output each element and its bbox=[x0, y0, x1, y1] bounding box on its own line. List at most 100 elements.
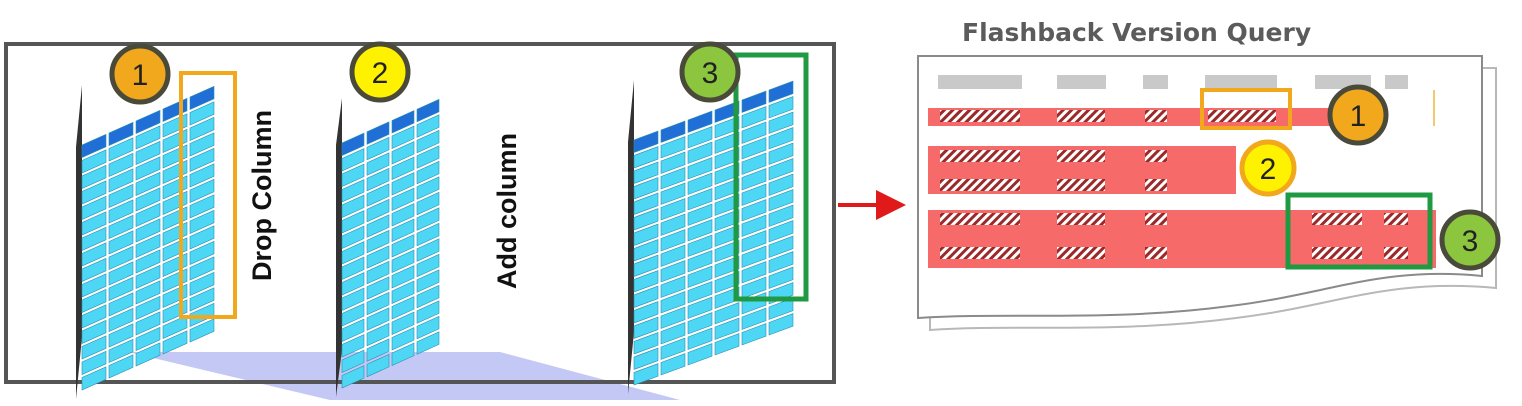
table-cell bbox=[391, 234, 415, 258]
table-cell bbox=[189, 256, 215, 281]
table-cell bbox=[135, 202, 161, 227]
table-cell bbox=[135, 326, 161, 351]
table-cell bbox=[633, 177, 659, 200]
table-cell bbox=[135, 218, 161, 243]
table-cell bbox=[416, 176, 440, 200]
table-cell bbox=[341, 194, 365, 218]
table-cell bbox=[660, 322, 686, 345]
table-cell bbox=[135, 171, 161, 196]
table-cell bbox=[135, 249, 161, 274]
hatched-value bbox=[1057, 150, 1105, 162]
table-cell bbox=[135, 156, 161, 181]
table-cell bbox=[416, 207, 440, 231]
table-cell bbox=[741, 230, 767, 253]
table-cell bbox=[416, 114, 440, 138]
table-cell bbox=[660, 306, 686, 329]
table-cell bbox=[416, 238, 440, 262]
table-cell bbox=[341, 287, 365, 311]
table-cell bbox=[162, 330, 188, 355]
table-cell bbox=[741, 307, 767, 330]
table-cell bbox=[660, 244, 686, 267]
table-cell bbox=[81, 335, 107, 360]
table-cell bbox=[391, 265, 415, 289]
table-cell bbox=[714, 333, 740, 356]
hatched-value bbox=[1145, 213, 1167, 225]
table-cell bbox=[108, 354, 134, 379]
table-cell bbox=[768, 235, 794, 258]
table-cell bbox=[416, 269, 440, 293]
table-cell bbox=[108, 338, 134, 363]
table-cell bbox=[135, 233, 161, 258]
table-cell bbox=[741, 168, 767, 191]
table-cell bbox=[135, 280, 161, 305]
table-cell bbox=[714, 131, 740, 154]
table-cell bbox=[416, 191, 440, 216]
step-3-number: 3 bbox=[702, 57, 719, 90]
dropped-column-highlight bbox=[179, 71, 237, 319]
hatched-value bbox=[1384, 247, 1408, 259]
table-cell bbox=[768, 142, 794, 165]
table-cell bbox=[135, 311, 161, 336]
table-cell bbox=[741, 152, 767, 175]
table-cell bbox=[687, 141, 713, 164]
table-cell bbox=[341, 272, 365, 296]
table-cell bbox=[633, 363, 659, 386]
callout-1-circle: 1 bbox=[1327, 84, 1389, 146]
hatched-value bbox=[1145, 247, 1167, 259]
table-cell bbox=[741, 106, 767, 129]
table-cell bbox=[108, 307, 134, 332]
table-cell bbox=[366, 307, 390, 331]
table-cell bbox=[687, 203, 713, 226]
table-cell bbox=[189, 132, 215, 157]
step-2-number: 2 bbox=[372, 57, 389, 90]
table-icon-2 bbox=[336, 98, 440, 397]
hatched-value bbox=[1145, 150, 1167, 162]
table-header-cell bbox=[687, 110, 713, 133]
table-cell bbox=[768, 111, 794, 134]
table-cell bbox=[714, 147, 740, 170]
table-cell bbox=[714, 302, 740, 325]
table-cell bbox=[366, 136, 390, 161]
table-cell bbox=[714, 178, 740, 201]
table-cell bbox=[768, 251, 794, 274]
table-cell bbox=[633, 316, 659, 339]
table-cell bbox=[633, 161, 659, 184]
table-cell bbox=[741, 214, 767, 237]
table-header-cell bbox=[633, 130, 659, 153]
table-cell bbox=[687, 250, 713, 273]
table-cell bbox=[768, 189, 794, 212]
hatched-value bbox=[940, 247, 1020, 259]
table-cell bbox=[633, 239, 659, 262]
hatched-value bbox=[1057, 110, 1105, 122]
table-cell bbox=[189, 287, 215, 312]
table-cell bbox=[714, 224, 740, 247]
table-cell bbox=[108, 199, 134, 224]
table-cell bbox=[341, 303, 365, 327]
table-cell bbox=[687, 219, 713, 242]
table-cell bbox=[768, 127, 794, 150]
table-cell bbox=[768, 313, 794, 336]
callout-2-number: 2 bbox=[1260, 153, 1277, 186]
table-cell bbox=[189, 178, 215, 203]
hatched-value bbox=[940, 150, 1020, 162]
table-header-cell bbox=[416, 98, 440, 123]
table-cell bbox=[768, 173, 794, 196]
table-cell bbox=[741, 276, 767, 299]
table-cell bbox=[366, 338, 390, 362]
table-cell bbox=[768, 266, 794, 289]
table-cell bbox=[81, 242, 107, 267]
table-cell bbox=[108, 230, 134, 255]
hatched-value bbox=[940, 179, 1020, 191]
table-cell bbox=[741, 199, 767, 222]
table-cell bbox=[341, 256, 365, 280]
table-cell bbox=[366, 198, 390, 223]
table-cell bbox=[189, 116, 215, 141]
step-1-circle: 1 bbox=[109, 43, 171, 105]
table-cell bbox=[687, 312, 713, 335]
hatched-value bbox=[1384, 213, 1408, 225]
table-cell bbox=[391, 141, 415, 165]
hatched-value bbox=[1312, 247, 1362, 259]
table-cell bbox=[633, 301, 659, 324]
table-cell bbox=[189, 318, 215, 343]
